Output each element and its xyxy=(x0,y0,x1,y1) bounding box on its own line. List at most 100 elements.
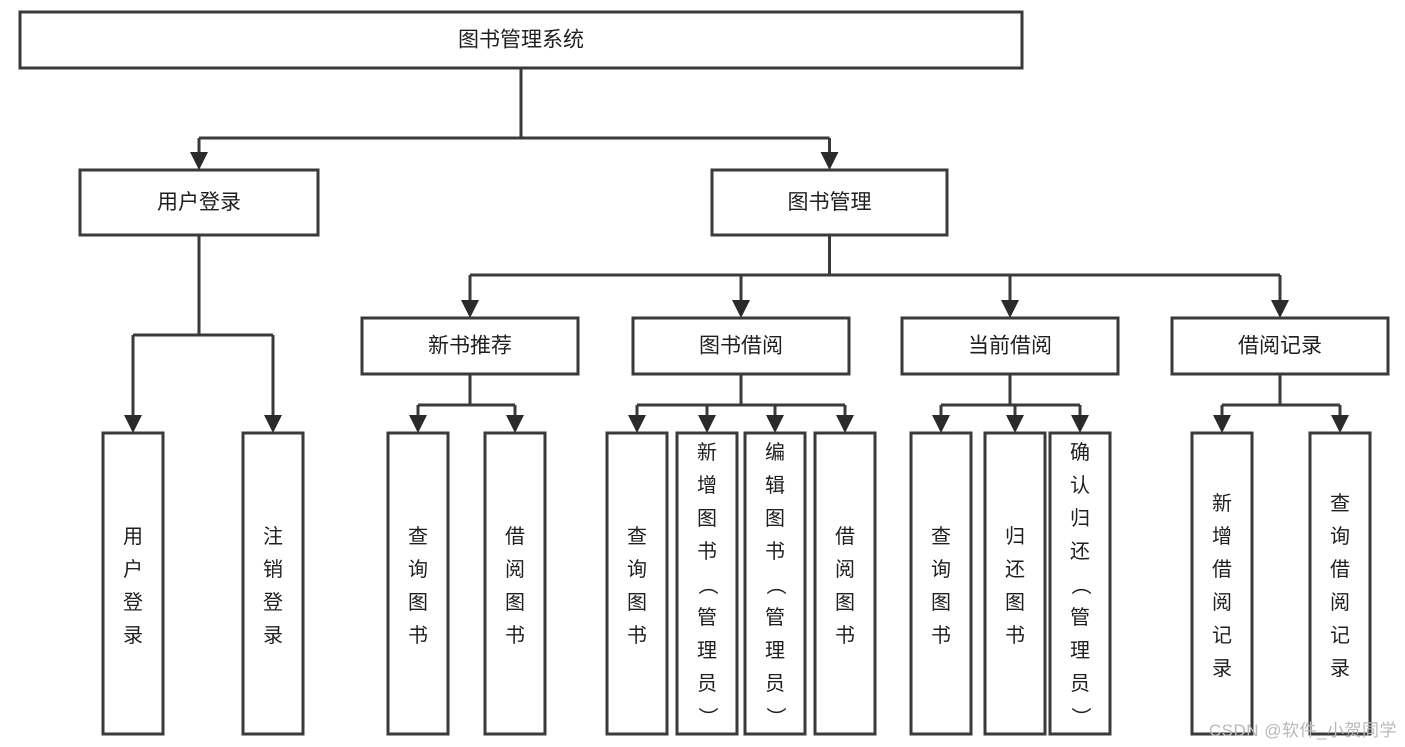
node-l3-当前借阅[interactable]: 当前借阅 xyxy=(900,316,1120,376)
node-label-char: 录 xyxy=(1330,658,1350,680)
arrow-head-icon xyxy=(264,415,282,433)
node-label-char: 图 xyxy=(931,592,951,614)
arrow-head-icon xyxy=(820,152,839,170)
arrow-head-icon xyxy=(732,300,750,318)
node-box xyxy=(900,316,1120,376)
node-box xyxy=(360,316,580,376)
arrow-head-icon xyxy=(409,415,427,433)
node-label-char: 询 xyxy=(1330,525,1350,548)
node-label-char: 查 xyxy=(627,525,647,548)
arrow-head-icon xyxy=(1006,415,1024,433)
node-l2-用户登录[interactable]: 用户登录 xyxy=(78,168,320,237)
node-root-图书管理系统[interactable]: 图书管理系统 xyxy=(18,10,1024,70)
node-box xyxy=(18,10,1024,70)
watermark-label: CSDN @软件_小贺同学 xyxy=(1208,721,1397,740)
arrow-head-icon xyxy=(1271,300,1289,318)
node-label-char: 员 xyxy=(1070,673,1090,695)
node-label: 当前借阅 xyxy=(968,335,1052,358)
arrow-head-icon xyxy=(1001,300,1019,318)
node-label-char: 阅 xyxy=(1212,591,1232,614)
arrow-head-icon xyxy=(766,415,784,433)
node-label-char: 归 xyxy=(1005,525,1025,548)
node-label-char: 理 xyxy=(765,640,785,662)
arrow-head-icon xyxy=(628,415,646,433)
node-label-char: 用 xyxy=(123,526,143,548)
node-label-char: 查 xyxy=(931,525,951,548)
node-label-char: 借 xyxy=(1330,558,1350,581)
node-box xyxy=(386,431,450,736)
node-label-char: 户 xyxy=(123,558,143,581)
arrow-head-icon xyxy=(698,415,716,433)
node-label-char: 归 xyxy=(1070,507,1090,530)
node-label-char: 记 xyxy=(1212,624,1232,647)
node-leaf-用户登录[interactable]: 用户登录 xyxy=(101,431,165,736)
node-label-char: 阅 xyxy=(835,558,855,581)
node-box xyxy=(101,431,165,736)
node-label-char: 还 xyxy=(1070,540,1090,563)
node-label-char: 图 xyxy=(697,508,717,530)
node-label-char: 借 xyxy=(1212,558,1232,581)
node-label-char: 图 xyxy=(408,592,428,614)
node-l3-借阅记录[interactable]: 借阅记录 xyxy=(1170,316,1390,376)
node-label-char: 书 xyxy=(697,540,717,563)
node-label-char: 登 xyxy=(263,591,283,614)
node-box xyxy=(483,431,547,736)
node-label-char: 书 xyxy=(505,624,525,647)
node-label-char: 增 xyxy=(697,474,717,497)
node-label-char: 注 xyxy=(263,525,283,548)
node-l3-图书借阅[interactable]: 图书借阅 xyxy=(631,316,851,376)
node-label-char: 图 xyxy=(627,592,647,614)
connector-layer xyxy=(124,68,1349,433)
node-label-char: 理 xyxy=(1070,640,1090,662)
node-label-char: 书 xyxy=(931,624,951,647)
node-label: 用户登录 xyxy=(157,191,241,214)
arrow-head-icon xyxy=(836,415,854,433)
node-box xyxy=(1308,431,1372,736)
node-box xyxy=(631,316,851,376)
node-label-char: 借 xyxy=(835,525,855,548)
node-box xyxy=(78,168,320,237)
node-label-char: 书 xyxy=(408,624,428,647)
node-label-char: 查 xyxy=(1330,492,1350,515)
node-box xyxy=(909,431,973,736)
node-label: 图书管理系统 xyxy=(458,29,584,52)
arrow-head-icon xyxy=(190,152,208,170)
node-box xyxy=(983,431,1047,736)
node-label-char: 查 xyxy=(408,525,428,548)
node-box xyxy=(675,431,739,736)
node-label-char: ） xyxy=(696,707,719,727)
node-label-char: 辑 xyxy=(765,474,785,497)
node-label-char: 管 xyxy=(697,606,717,629)
node-label-char: 录 xyxy=(263,625,283,647)
node-label-char: 编 xyxy=(765,441,785,464)
node-box xyxy=(1190,431,1254,736)
node-label: 图书管理 xyxy=(788,191,872,214)
node-label-char: （ xyxy=(1069,575,1092,595)
node-label-char: 图 xyxy=(835,592,855,614)
node-label-char: 还 xyxy=(1005,558,1025,581)
node-l2-图书管理[interactable]: 图书管理 xyxy=(710,168,949,237)
node-box xyxy=(241,431,305,736)
node-label-char: 询 xyxy=(408,558,428,581)
node-layer: 图书管理系统用户登录图书管理新书推荐图书借阅当前借阅借阅记录用户登录注销登录查询… xyxy=(18,10,1390,736)
node-label-char: 录 xyxy=(1212,658,1232,680)
node-box xyxy=(605,431,669,736)
node-label-char: ） xyxy=(764,707,787,727)
node-label-char: 书 xyxy=(765,540,785,563)
arrow-head-icon xyxy=(1331,415,1349,433)
node-l3-新书推荐[interactable]: 新书推荐 xyxy=(360,316,580,376)
